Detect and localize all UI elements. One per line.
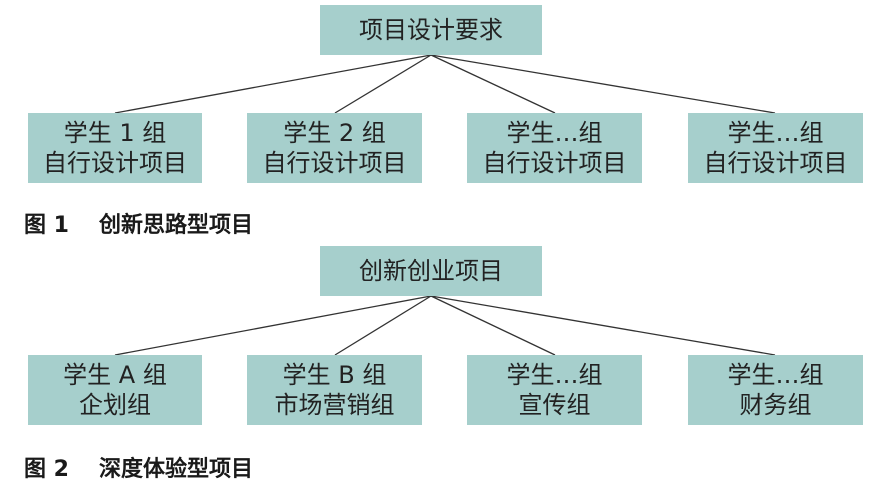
fig1-child-line2: 自行设计项目 [43, 149, 187, 177]
fig2-caption-title: 深度体验型项目 [98, 457, 253, 482]
fig1-root-label: 项目设计要求 [359, 16, 503, 44]
connector-2-0 [114, 295, 432, 356]
connector-1-2 [430, 54, 556, 114]
fig2-child-line1: 学生 A 组 [63, 361, 167, 389]
connector-2-2 [430, 295, 556, 356]
fig1-child-line2: 自行设计项目 [703, 149, 848, 177]
fig2-child-line2: 市场营销组 [274, 391, 395, 419]
connector-2-1 [334, 295, 432, 356]
connector-1-3 [430, 54, 776, 114]
fig2-child-line2: 财务组 [739, 391, 812, 419]
fig2-child-node: 学生 A 组 企划组 [28, 355, 202, 425]
fig1-caption-title: 创新思路型项目 [98, 213, 253, 238]
fig2-child-node: 学生…组 宣传组 [467, 355, 642, 425]
fig1-child-line1: 学生 2 组 [283, 119, 386, 147]
fig1-child-node: 学生…组 自行设计项目 [467, 113, 642, 183]
fig1-child-line1: 学生…组 [727, 119, 824, 147]
fig1-child-line2: 自行设计项目 [262, 149, 407, 177]
fig1-root-node: 项目设计要求 [320, 5, 542, 55]
fig1-caption: 图 1 创新思路型项目 [24, 207, 253, 239]
fig2-child-line1: 学生…组 [506, 361, 603, 389]
fig2-root-label: 创新创业项目 [359, 257, 503, 285]
connector-1-0 [114, 54, 432, 114]
connector-1-1 [334, 54, 432, 114]
fig2-caption: 图 2 深度体验型项目 [24, 451, 253, 483]
fig2-child-line2: 宣传组 [518, 391, 591, 419]
fig1-child-line2: 自行设计项目 [482, 149, 627, 177]
fig1-child-node: 学生 2 组 自行设计项目 [247, 113, 422, 183]
fig1-child-line1: 学生…组 [506, 119, 603, 147]
fig2-child-line2: 企划组 [79, 391, 151, 419]
fig2-child-node: 学生 B 组 市场营销组 [247, 355, 422, 425]
fig2-child-line1: 学生…组 [727, 361, 824, 389]
fig1-child-line1: 学生 1 组 [63, 119, 167, 147]
fig2-caption-number: 图 2 [24, 457, 69, 482]
fig2-child-node: 学生…组 财务组 [688, 355, 863, 425]
fig1-child-node: 学生 1 组 自行设计项目 [28, 113, 202, 183]
fig2-root-node: 创新创业项目 [320, 246, 542, 296]
fig2-child-line1: 学生 B 组 [282, 361, 387, 389]
fig1-caption-number: 图 1 [24, 213, 69, 238]
connector-2-3 [430, 295, 776, 356]
fig1-child-node: 学生…组 自行设计项目 [688, 113, 863, 183]
